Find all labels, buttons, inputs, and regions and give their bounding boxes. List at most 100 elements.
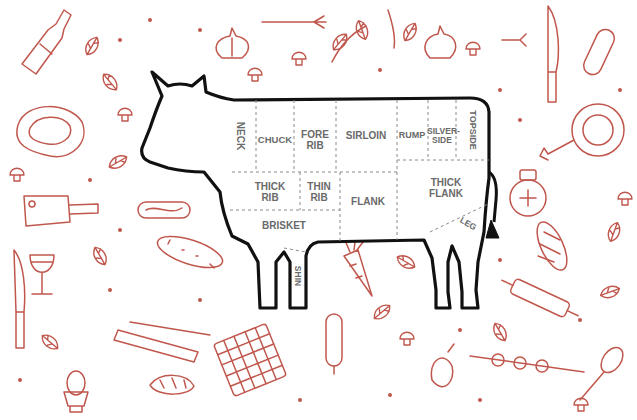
cut-label: SIRLOIN [346, 131, 387, 142]
cut-label: SILVER- SIDE [427, 127, 457, 145]
cut-label: LEG [458, 216, 478, 232]
onion-doodle [425, 26, 456, 58]
onion-doodle [425, 26, 456, 58]
dot-doodles [118, 38, 122, 42]
sausage-right-doodle [502, 26, 617, 77]
dot-doodles [148, 18, 152, 22]
dot-doodles [198, 28, 202, 32]
mushroom-doodles [248, 68, 262, 81]
dot-doodles [88, 178, 92, 182]
cut-label: RUMP [399, 131, 426, 140]
bottle-doodle [22, 10, 71, 74]
leaf-doodles [100, 71, 121, 93]
cleaver-doodle [29, 201, 35, 207]
dot-doodles [18, 18, 622, 402]
cut-label: NECK [235, 122, 246, 150]
salami-doodle [154, 230, 226, 274]
skewer-doodle [470, 356, 584, 372]
food-doodles [10, 6, 632, 412]
sausage-right-doodle [581, 26, 618, 77]
spatula-doodle [114, 330, 198, 362]
cut-lines [230, 100, 489, 252]
grill-doodle [130, 322, 286, 396]
leaf-doodles [330, 31, 351, 53]
spoon-doodle [580, 372, 604, 400]
cut-label: THIN RIB [304, 182, 334, 203]
egg-doodle [64, 392, 88, 412]
bread-doodle [150, 375, 194, 394]
ham-doodle [540, 140, 574, 160]
mushroom-doodles [118, 108, 132, 121]
spoon-doodle [580, 343, 627, 400]
cut-lines [230, 100, 489, 252]
dot-doodles [518, 118, 522, 122]
herb-doodle [332, 10, 395, 62]
leaf-doodles [606, 221, 623, 243]
sausage-doodle [326, 314, 342, 366]
spoon-doodle [597, 343, 628, 376]
cleaver-doodle [24, 196, 98, 226]
mushroom-doodles [466, 42, 480, 55]
leaf-doodles [39, 332, 61, 353]
salami-doodle [154, 230, 226, 274]
mushroom-doodles [400, 332, 414, 345]
cow-silhouette [142, 72, 499, 308]
hotdog-doodle [138, 202, 190, 218]
ham-doodle [572, 104, 624, 156]
leaf-doodles [354, 19, 371, 41]
carrot-doodle [344, 250, 372, 296]
dot-doodles [618, 88, 622, 92]
leaf-doodles [599, 284, 621, 301]
leaf-doodles [39, 19, 622, 353]
leaf-doodles [490, 321, 509, 344]
steak-doodle [17, 107, 84, 157]
rolling-pin-doodle [499, 273, 582, 323]
garlic-doodle [216, 28, 248, 58]
dot-doodles [388, 393, 392, 397]
skewer-doodle [536, 360, 548, 372]
herb-doodle [388, 10, 395, 48]
leaf-doodles [107, 152, 130, 171]
bread-doodle [150, 375, 194, 394]
steak-doodle [17, 107, 84, 157]
dot-doodles [18, 378, 22, 382]
mushroom-doodles [292, 52, 306, 65]
garlic-doodle [216, 28, 248, 58]
grill-doodle [130, 322, 210, 335]
rolling-pin-doodle [502, 280, 578, 315]
hotdog-doodle [146, 208, 182, 211]
grill-doodle [214, 324, 287, 397]
cow-silhouette [142, 72, 489, 308]
wine-glass-doodle [30, 255, 54, 294]
corn-doodle [531, 218, 573, 274]
cleaver-doodle [24, 196, 98, 226]
carrot-doodle [344, 234, 372, 296]
hotdog-doodle [138, 202, 190, 218]
wine-glass-doodle [30, 255, 54, 294]
skewer-doodle [514, 357, 526, 369]
cut-label: SHIN [294, 266, 303, 286]
grill-doodle [214, 324, 287, 397]
fork-doodle [262, 16, 326, 28]
cut-label: FORE RIB [300, 130, 330, 151]
leaf-doodles [90, 245, 109, 268]
leaf-doodles [82, 35, 101, 58]
dot-doodles [198, 298, 202, 302]
cow-silhouette [486, 220, 499, 238]
cut-label: FLANK [351, 197, 385, 208]
rolling-pin-doodle [499, 273, 582, 323]
bottle-doodle [22, 10, 71, 74]
skewer-doodle [470, 354, 584, 372]
leaf-doodles [371, 302, 393, 323]
cut-label: THICK RIB [253, 182, 287, 203]
knife-doodle [14, 250, 25, 348]
dot-doodles [478, 398, 482, 402]
dot-doodles [108, 288, 112, 292]
sausage-doodle [333, 366, 335, 374]
grinder-doodle [510, 170, 546, 216]
mushroom-doodles [574, 398, 588, 411]
sausage-right-doodle [502, 34, 526, 46]
dot-doodles [578, 318, 582, 322]
